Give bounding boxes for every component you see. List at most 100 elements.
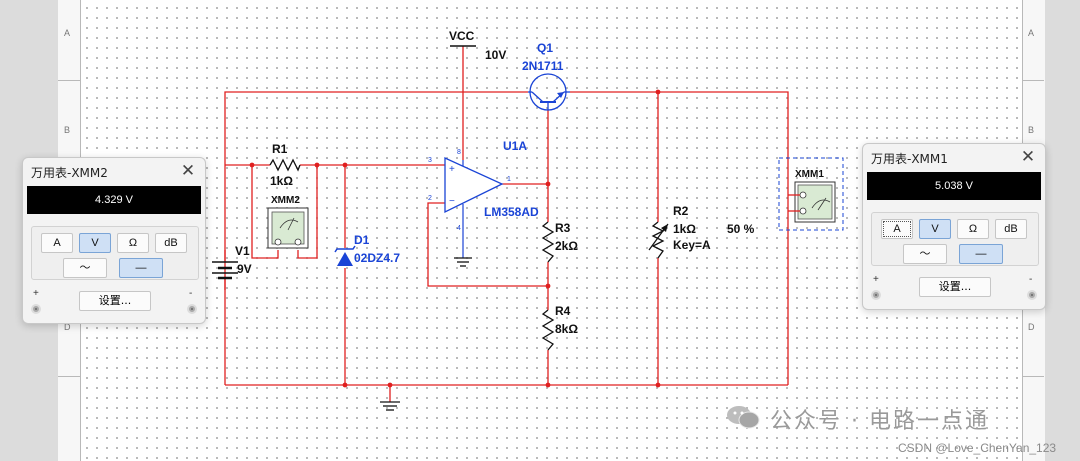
voltmeter-button[interactable]: V (919, 219, 951, 239)
vcc-label: VCC (449, 29, 475, 43)
r4-ref: R4 (555, 304, 571, 318)
ammeter-button[interactable]: A (881, 219, 913, 239)
watermark-text: 公众号 · 电路一点通 (770, 409, 989, 434)
pin-1: 1 (507, 176, 511, 183)
multimeter-window-xmm1[interactable]: 万用表-XMM1 ✕ 5.038 V A V Ω dB 〜 — 设置... + … (862, 143, 1046, 310)
wire (427, 202, 548, 287)
r1-value: 1kΩ (270, 174, 293, 188)
junction-dot (655, 89, 661, 95)
multimeter-xmm2[interactable]: XMM2 (267, 195, 309, 249)
pin-4: 4 (457, 225, 461, 232)
junction-dot (314, 162, 320, 168)
r1-ref: R1 (272, 142, 288, 156)
u1-part: LM358AD (484, 205, 539, 219)
ac-button[interactable]: 〜 (903, 244, 947, 264)
row-letter-b-right: B (1028, 125, 1035, 135)
pin-8: 8 (457, 149, 461, 156)
junction-dot (545, 283, 551, 289)
r2-key: Key=A (673, 238, 711, 252)
close-icon[interactable]: ✕ (1020, 147, 1036, 166)
v1-ref: V1 (235, 244, 250, 258)
ground-icon (380, 401, 400, 411)
positive-terminal-icon[interactable] (871, 290, 881, 300)
junction-dot (387, 382, 393, 388)
plus-sign: + (33, 288, 39, 299)
dc-button[interactable]: — (959, 244, 1003, 264)
zener-diode-d1[interactable]: D1 02DZ4.7 (334, 233, 400, 266)
u1-ref: U1A (503, 139, 527, 153)
r2-value: 1kΩ (673, 222, 696, 236)
junction-dot (342, 382, 348, 388)
reading-display: 5.038 V (867, 172, 1041, 200)
ground-icon (454, 257, 472, 267)
multimeter-xmm1[interactable]: XMM1 (778, 157, 844, 231)
r2-percent: 50 % (727, 222, 755, 236)
junction-dot (545, 181, 551, 187)
settings-button[interactable]: 设置... (919, 277, 991, 297)
opamp-minus: − (449, 196, 455, 207)
q1-part: 2N1711 (522, 59, 564, 73)
window-title: 万用表-XMM1 (871, 152, 948, 166)
plus-sign: + (873, 274, 879, 285)
junction-dot (655, 382, 661, 388)
opamp-u1a[interactable]: + − 3 2 1 8 4 U1A LM358AD (428, 139, 539, 258)
decibel-button[interactable]: dB (155, 233, 187, 253)
voltmeter-button[interactable]: V (79, 233, 111, 253)
r3-value: 2kΩ (555, 239, 578, 253)
minus-sign: - (189, 288, 193, 299)
positive-terminal-icon[interactable] (31, 304, 41, 314)
d1-ref: D1 (354, 233, 370, 247)
csdn-credit: CSDN @Love_ChenYan_123 (898, 441, 1057, 455)
close-icon[interactable]: ✕ (180, 161, 196, 180)
resistor-r4[interactable]: R4 8kΩ (541, 304, 578, 351)
window-title: 万用表-XMM2 (31, 166, 108, 180)
opamp-plus: + (449, 164, 455, 175)
vcc-value: 10V (485, 48, 506, 62)
ohmmeter-button[interactable]: Ω (957, 219, 989, 239)
row-divider (1022, 376, 1044, 377)
battery-v1[interactable]: V1 9V (212, 244, 252, 280)
q1-ref: Q1 (537, 41, 553, 55)
row-letter-a: A (64, 28, 71, 38)
r4-value: 8kΩ (555, 322, 578, 336)
ammeter-button[interactable]: A (41, 233, 73, 253)
settings-button[interactable]: 设置... (79, 291, 151, 311)
wire (251, 165, 279, 259)
row-letter-a-right: A (1028, 28, 1035, 38)
wires (224, 46, 789, 402)
potentiometer-r2[interactable]: R2 1kΩ Key=A 50 % (648, 204, 755, 259)
ohmmeter-button[interactable]: Ω (117, 233, 149, 253)
watermark: 公众号 · 电路一点通 (726, 400, 1066, 436)
row-letter-d-right: D (1028, 322, 1035, 332)
pin-3: 3 (428, 157, 432, 164)
wechat-icon (727, 406, 760, 429)
xmm2-ref: XMM2 (271, 195, 300, 206)
row-letter-b: B (64, 125, 71, 135)
r3-ref: R3 (555, 221, 571, 235)
row-divider (1022, 80, 1044, 81)
r2-ref: R2 (673, 204, 689, 218)
xmm1-ref: XMM1 (795, 169, 824, 180)
wire (570, 91, 789, 385)
resistor-r1[interactable]: R1 1kΩ (269, 142, 301, 188)
junction-dot (249, 162, 255, 168)
negative-terminal-icon[interactable] (187, 304, 197, 314)
row-divider (58, 376, 80, 377)
resistor-r3[interactable]: R3 2kΩ (541, 221, 578, 263)
dc-button[interactable]: — (119, 258, 163, 278)
junctions (249, 89, 661, 388)
junction-dot (342, 162, 348, 168)
row-divider (58, 80, 80, 81)
vcc-symbol[interactable]: VCC 10V (449, 29, 506, 62)
wire (297, 165, 318, 259)
negative-terminal-icon[interactable] (1027, 290, 1037, 300)
decibel-button[interactable]: dB (995, 219, 1027, 239)
transistor-q1[interactable]: Q1 2N1711 (522, 41, 570, 111)
multimeter-window-xmm2[interactable]: 万用表-XMM2 ✕ 4.329 V A V Ω dB 〜 — 设置... + … (22, 157, 206, 324)
d1-part: 02DZ4.7 (354, 251, 400, 265)
row-letter-d: D (64, 322, 71, 332)
ac-button[interactable]: 〜 (63, 258, 107, 278)
v1-value: 9V (237, 262, 252, 276)
pin-2: 2 (428, 195, 432, 202)
